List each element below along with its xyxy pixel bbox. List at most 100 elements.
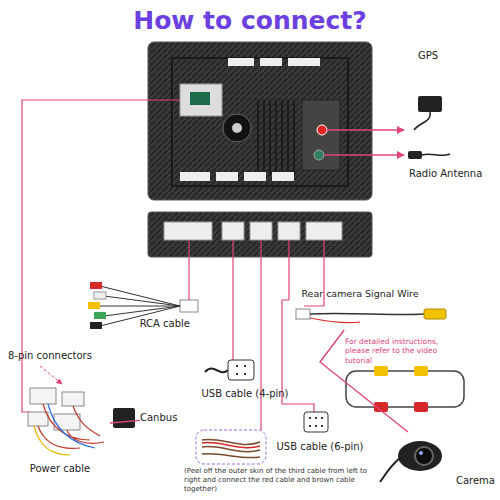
connector-block bbox=[272, 172, 294, 181]
canbus-lead bbox=[260, 240, 261, 430]
component-label: Canbus bbox=[140, 412, 177, 424]
component-label: Carema bbox=[456, 475, 495, 487]
rca-plug bbox=[94, 292, 106, 299]
component-label: Rear camera Signal Wire bbox=[301, 288, 418, 299]
rca-harness bbox=[88, 282, 198, 329]
connector-socket bbox=[222, 222, 244, 240]
component-callout: GPS bbox=[398, 50, 458, 94]
camera-body bbox=[398, 441, 442, 471]
radio-cable bbox=[422, 154, 450, 155]
wiring-cables bbox=[202, 439, 260, 457]
radio-port bbox=[314, 150, 324, 160]
connector-block bbox=[288, 58, 320, 66]
wiring-outline bbox=[196, 430, 266, 464]
camera-cable bbox=[380, 458, 400, 482]
note-text: For detailed instructions, please refer … bbox=[345, 337, 463, 365]
signal-wire bbox=[310, 318, 360, 323]
power-plug bbox=[374, 402, 388, 412]
usb-pins bbox=[236, 366, 246, 374]
signal-connector bbox=[320, 330, 408, 432]
usb6-lead bbox=[282, 240, 314, 412]
fan-hub bbox=[232, 123, 242, 133]
component-callout: Carema bbox=[390, 432, 495, 487]
component-label: 8-pin connectors bbox=[8, 350, 92, 362]
harness-plug bbox=[54, 414, 80, 430]
instruction-note: (Peel off the outer skin of the third ca… bbox=[184, 467, 380, 493]
usb4-lead bbox=[232, 240, 233, 360]
pointer-line bbox=[40, 366, 62, 384]
usb6-plug bbox=[304, 412, 328, 432]
usb-cable bbox=[205, 369, 228, 373]
connector-strip bbox=[148, 212, 372, 257]
radio-plug bbox=[408, 151, 422, 159]
rca-plug bbox=[374, 366, 388, 376]
connector-block bbox=[228, 58, 254, 66]
usb4-plug bbox=[228, 360, 254, 380]
rca-plug bbox=[90, 282, 102, 289]
gps-antenna bbox=[418, 96, 442, 112]
power-plug bbox=[414, 402, 428, 412]
rca-plug bbox=[414, 366, 428, 376]
usb-pins bbox=[309, 418, 323, 426]
connector-block bbox=[216, 172, 238, 181]
harness-plug bbox=[62, 392, 84, 406]
harness-wires bbox=[34, 426, 70, 455]
component-callout: 8-pin connectors bbox=[6, 348, 106, 364]
extension-cable bbox=[346, 371, 464, 407]
power-harness bbox=[28, 388, 104, 455]
gps-port bbox=[317, 125, 327, 135]
antenna-port-block bbox=[302, 100, 340, 170]
radio-lead bbox=[324, 154, 404, 155]
head-unit-panel bbox=[148, 42, 372, 200]
connector-block bbox=[180, 172, 210, 181]
rca-plug bbox=[88, 302, 100, 309]
signal-connector bbox=[110, 420, 140, 423]
canbus-box bbox=[113, 408, 135, 428]
connector-socket bbox=[306, 222, 342, 240]
gps-lead bbox=[327, 129, 404, 130]
connector-socket bbox=[164, 222, 212, 240]
signal-connector bbox=[296, 309, 310, 319]
component-label: RCA cable bbox=[140, 318, 190, 330]
connector-chip bbox=[190, 92, 210, 105]
lens-glint bbox=[419, 451, 423, 455]
heat-sink bbox=[258, 100, 294, 176]
camera-lens bbox=[415, 447, 433, 465]
rca-plug bbox=[424, 309, 446, 319]
component-callout: RCA cable bbox=[70, 278, 190, 330]
connector-socket bbox=[278, 222, 300, 240]
component-label: USB cable (6-pin) bbox=[276, 441, 363, 453]
harness-plug bbox=[30, 388, 56, 404]
rca-plug bbox=[94, 312, 106, 319]
page-title: How to connect? bbox=[0, 6, 500, 35]
harness-wires bbox=[38, 404, 104, 448]
component-callout: Rear camera Signal Wire bbox=[290, 288, 430, 330]
component-callout: Power cable bbox=[10, 380, 110, 475]
strip-panel bbox=[148, 212, 372, 257]
wiring-cables bbox=[202, 443, 260, 448]
rca-lead bbox=[188, 240, 189, 300]
component-label: USB cable (4-pin) bbox=[201, 388, 288, 400]
connector-socket bbox=[250, 222, 272, 240]
component-label: Radio Antenna bbox=[409, 168, 482, 180]
harness-plug bbox=[28, 412, 48, 426]
signal-wire bbox=[310, 313, 424, 314]
power-lead bbox=[22, 100, 180, 412]
harness-leads bbox=[22, 100, 324, 430]
component-label: Power cable bbox=[30, 463, 90, 475]
component-callout: Radio Antenna bbox=[405, 163, 497, 185]
connector-block bbox=[244, 172, 266, 181]
rca-plug bbox=[90, 322, 102, 329]
mount-bracket bbox=[172, 58, 348, 186]
main-connector bbox=[180, 84, 222, 116]
cooling-fan bbox=[223, 114, 251, 142]
component-callout: Canbus bbox=[140, 410, 192, 426]
component-callout: USB cable (4-pin) bbox=[195, 355, 295, 400]
component-label: GPS bbox=[418, 50, 438, 62]
head-unit bbox=[148, 42, 372, 200]
connector-block bbox=[260, 58, 282, 66]
gps-cable bbox=[414, 112, 430, 130]
rca-connector bbox=[180, 300, 198, 312]
